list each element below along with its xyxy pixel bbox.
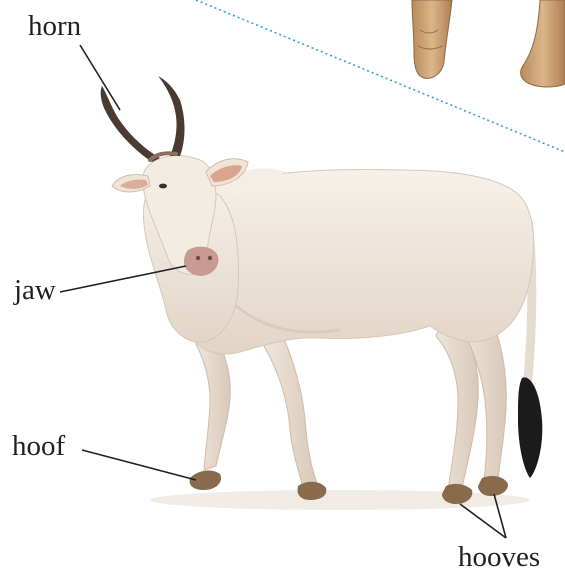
cow-eye bbox=[159, 184, 167, 189]
hooves-leader-line-left bbox=[460, 504, 506, 538]
hooves-label: hooves bbox=[458, 543, 540, 572]
back-hoof-right bbox=[478, 476, 508, 496]
cow-front-legs bbox=[190, 330, 327, 500]
elephant-foot-right bbox=[521, 0, 565, 87]
tail-tip bbox=[518, 377, 542, 478]
hoof-label: hoof bbox=[12, 432, 65, 461]
elephant-foot-left bbox=[412, 0, 452, 78]
elephant-feet-picture bbox=[412, 0, 565, 87]
cow-horn-left bbox=[101, 86, 160, 162]
ground-shadow bbox=[150, 490, 530, 510]
cow-horn-right bbox=[158, 76, 185, 156]
hoof-leader-line bbox=[82, 450, 196, 480]
horn-label: horn bbox=[28, 12, 81, 41]
front-hoof-right bbox=[298, 482, 327, 500]
dotted-connector-line bbox=[196, 0, 565, 152]
jaw-label: jaw bbox=[14, 276, 56, 305]
horn-leader-line bbox=[80, 45, 120, 110]
